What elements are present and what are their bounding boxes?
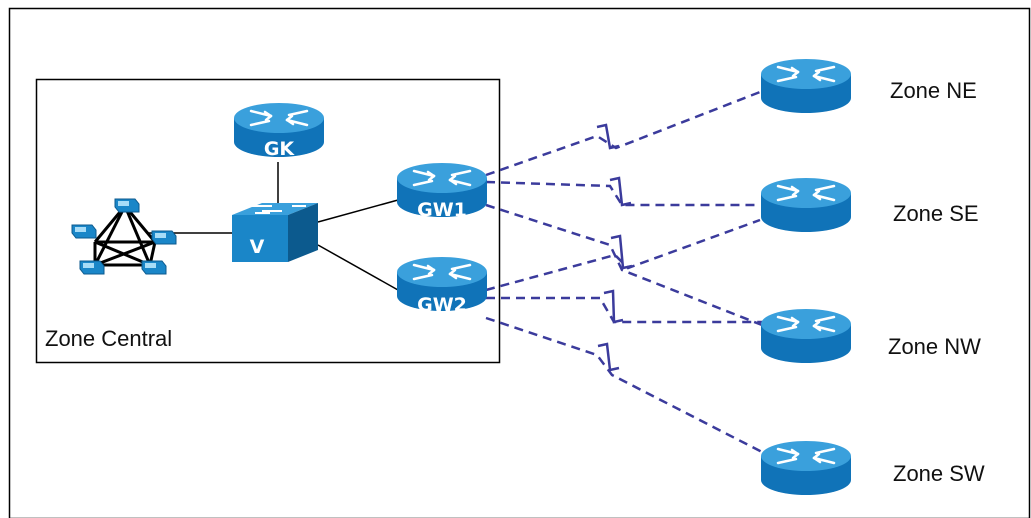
zone-se-label: Zone SE [893, 201, 979, 226]
zone-ne-label: Zone NE [890, 78, 977, 103]
wan-links [485, 90, 763, 454]
gateway2-label: GW2 [417, 294, 467, 316]
zone-nw-router-icon [759, 307, 853, 365]
outer-frame [8, 7, 1031, 518]
wan-link-gw2-sw [485, 316, 763, 454]
wan-link-gw2-nw [486, 296, 762, 324]
wan-bolts [596, 123, 633, 372]
wan-link-gw1-nw [485, 203, 763, 327]
zone-sw-router-icon [759, 439, 853, 497]
lan-links [148, 162, 399, 291]
zone-nw-label: Zone NW [888, 334, 981, 359]
gateway1-label: GW1 [417, 199, 467, 221]
switch-label: V [250, 236, 265, 258]
switch-v-icon [232, 203, 318, 262]
wan-link-gw1-ne [485, 90, 761, 177]
wan-link-gw1-se [485, 180, 760, 207]
zone-sw-label: Zone SW [893, 461, 985, 486]
ip-phone-cluster-icon [71, 198, 177, 275]
zone-se-router-icon [759, 176, 853, 234]
gatekeeper-label: GK [264, 138, 296, 160]
zone-central-label: Zone Central [45, 326, 172, 351]
zone-ne-router-icon [759, 57, 853, 115]
zone-central-box [35, 78, 501, 364]
